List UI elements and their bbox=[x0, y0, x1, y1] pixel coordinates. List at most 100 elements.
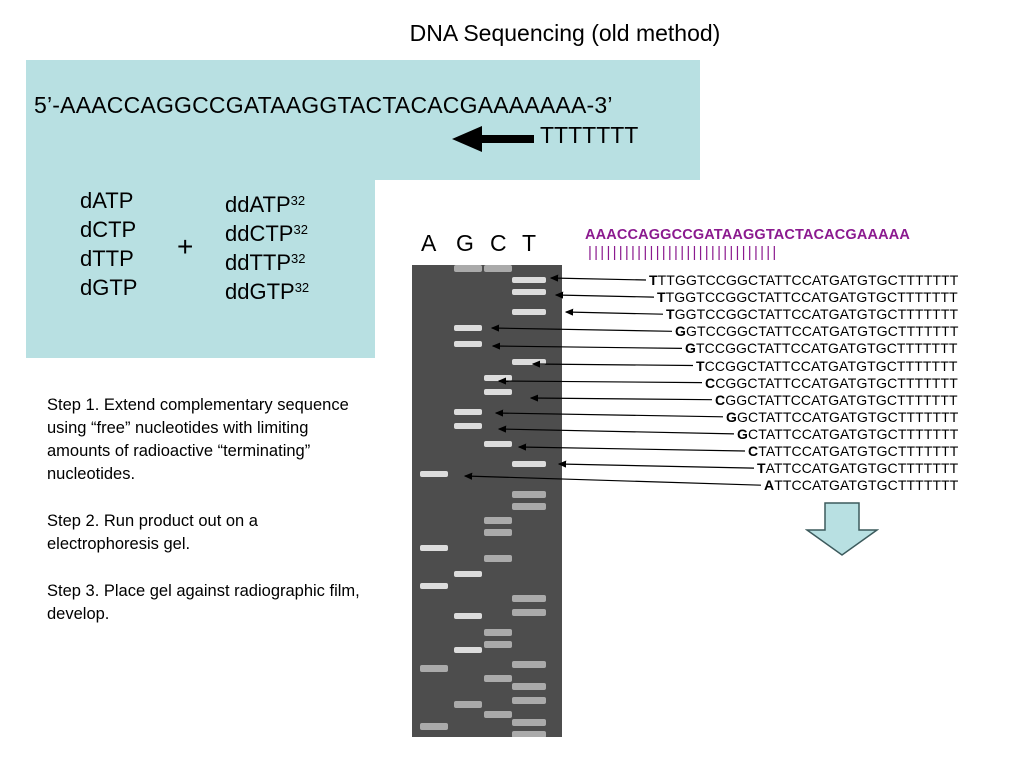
gel-band bbox=[454, 325, 482, 331]
fragment-sequence: GCTATTCCATGATGTGCTTTTTTT bbox=[737, 426, 958, 443]
fragment-sequence: CGGCTATTCCATGATGTGCTTTTTTT bbox=[715, 392, 958, 409]
lane-label-a: A bbox=[421, 230, 437, 256]
template-strand: 5’-AAACCAGGCCGATAAGGTACTACACGAAAAAAA-3’ bbox=[34, 92, 613, 118]
gel-band bbox=[484, 641, 512, 648]
gel-band bbox=[512, 277, 546, 283]
gel-band bbox=[512, 719, 546, 726]
gel-band bbox=[454, 265, 482, 272]
fragment-rest: TGGTCCGGCTATTCCATGATGTGCTTTTTTT bbox=[665, 289, 958, 306]
gel-band bbox=[484, 441, 512, 447]
isotope-superscript: 32 bbox=[293, 222, 308, 237]
fragment-rest: CCGGCTATTCCATGATGTGCTTTTTTT bbox=[704, 357, 958, 374]
step-2: Step 2. Run product out on a electrophor… bbox=[47, 512, 258, 553]
terminating-base: C bbox=[748, 443, 759, 459]
dideoxy-nucleotide: ddTTP32 bbox=[225, 244, 309, 275]
fragment-rest: CTATTCCATGATGTGCTTTTTTT bbox=[748, 425, 959, 442]
terminating-base: T bbox=[696, 357, 705, 374]
gel-band bbox=[484, 265, 512, 272]
gel-band bbox=[484, 517, 512, 524]
fragment-sequence: GTCCGGCTATTCCATGATGTGCTTTTTTT bbox=[685, 340, 958, 357]
primer-strand: TTTTTTT bbox=[540, 122, 639, 148]
gel-band bbox=[484, 529, 512, 536]
fragment-rest: TTCCATGATGTGCTTTTTTT bbox=[774, 477, 959, 494]
dideoxy-nucleotide: ddGTP32 bbox=[225, 273, 310, 304]
fragment-rest: GGTCCGGCTATTCCATGATGTGCTTTTTTT bbox=[674, 306, 959, 323]
fragment-sequence: TTTGGTCCGGCTATTCCATGATGTGCTTTTTTT bbox=[649, 272, 958, 289]
gel-band bbox=[512, 595, 546, 602]
gel-band bbox=[420, 583, 448, 589]
plus-sign: + bbox=[177, 231, 194, 262]
terminating-base: G bbox=[737, 425, 748, 442]
dideoxy-name: ddGTP bbox=[225, 279, 295, 304]
dideoxy-name: ddCTP bbox=[225, 221, 294, 246]
fragment-sequence: GGTCCGGCTATTCCATGATGTGCTTTTTTT bbox=[675, 323, 958, 340]
gel-band bbox=[420, 665, 448, 672]
terminating-base: T bbox=[657, 289, 666, 306]
gel-band bbox=[454, 613, 482, 619]
terminating-base: C bbox=[705, 374, 716, 391]
fragment-sequence: CTATTCCATGATGTGCTTTTTTT bbox=[748, 443, 958, 460]
band-pointer-arrow bbox=[549, 274, 647, 282]
gel-band bbox=[454, 423, 482, 429]
terminating-base: A bbox=[764, 477, 775, 494]
dideoxy-nucleotide: ddATP32 bbox=[225, 186, 309, 217]
isotope-superscript: 32 bbox=[291, 251, 306, 266]
fragment-sequence: TATTCCATGATGTGCTTTTTTT bbox=[757, 460, 958, 477]
extension-direction-arrow-icon bbox=[452, 126, 534, 152]
gel-band bbox=[484, 711, 512, 718]
base-pair-ticks: ||||||||||||||||||||||||||||||| bbox=[588, 244, 779, 261]
terminating-base: T bbox=[649, 272, 658, 288]
terminating-base: T bbox=[757, 460, 766, 477]
terminating-base: G bbox=[675, 323, 686, 340]
gel-band bbox=[512, 609, 546, 616]
fragment-sequence: TGGTCCGGCTATTCCATGATGTGCTTTTTTT bbox=[666, 306, 958, 323]
gel-band bbox=[454, 647, 482, 653]
gel-band bbox=[484, 389, 512, 395]
electrophoresis-gel-image bbox=[412, 265, 562, 737]
isotope-superscript: 32 bbox=[290, 193, 306, 208]
fragment-sequence: GGCTATTCCATGATGTGCTTTTTTT bbox=[726, 409, 958, 426]
fragment-rest: GCTATTCCATGATGTGCTTTTTTT bbox=[737, 408, 959, 425]
deoxy-nucleotide: dTTP bbox=[80, 246, 134, 271]
fragment-sequence: CCGGCTATTCCATGATGTGCTTTTTTT bbox=[705, 375, 958, 392]
deoxy-nucleotide-list: dATP dCTP dTTP dGTP bbox=[80, 186, 137, 302]
reaction-panel-top bbox=[26, 60, 700, 180]
deoxy-nucleotide: dCTP bbox=[80, 217, 137, 242]
read-sequence: AAACCAGGCCGATAAGGTACTACACGAAAAA bbox=[585, 227, 910, 243]
terminating-base: G bbox=[685, 340, 696, 357]
gel-band bbox=[420, 723, 448, 730]
step-list: Step 1. Extend complementary sequence us… bbox=[47, 394, 367, 650]
fragment-rest: GGCTATTCCATGATGTGCTTTTTTT bbox=[725, 391, 958, 408]
dideoxy-nucleotide: ddCTP32 bbox=[225, 215, 309, 246]
band-pointer-arrow bbox=[564, 308, 664, 316]
band-pointer-arrow bbox=[557, 460, 755, 469]
step-1: Step 1. Extend complementary sequence us… bbox=[47, 396, 349, 483]
terminating-base: T bbox=[666, 306, 675, 323]
gel-band bbox=[420, 471, 448, 477]
reaction-panel-bottom bbox=[26, 180, 375, 358]
gel-band bbox=[454, 341, 482, 347]
isotope-superscript: 32 bbox=[294, 280, 310, 295]
fragment-rest: GTCCGGCTATTCCATGATGTGCTTTTTTT bbox=[686, 323, 959, 340]
gel-band bbox=[512, 661, 546, 668]
fragment-sequence: ATTCCATGATGTGCTTTTTTT bbox=[764, 477, 958, 494]
gel-band bbox=[454, 409, 482, 415]
gel-band bbox=[512, 503, 546, 510]
deoxy-nucleotide: dGTP bbox=[80, 275, 138, 300]
dideoxy-name: ddATP bbox=[225, 192, 291, 217]
step-3: Step 3. Place gel against radiographic f… bbox=[47, 582, 360, 623]
fragment-rest: ATTCCATGATGTGCTTTTTTT bbox=[765, 460, 959, 477]
terminating-base: C bbox=[715, 391, 726, 408]
gel-band bbox=[512, 461, 546, 467]
down-arrow-icon bbox=[805, 502, 879, 556]
dideoxy-nucleotide-list: ddATP32 ddCTP32 ddTTP32 ddGTP32 bbox=[225, 186, 310, 304]
gel-band bbox=[484, 555, 512, 562]
dideoxy-name: ddTTP bbox=[225, 250, 292, 275]
lane-label-t: T bbox=[522, 230, 537, 256]
terminating-base: G bbox=[726, 408, 737, 425]
band-pointer-arrow bbox=[554, 291, 655, 299]
fragment-rest: CGGCTATTCCATGATGTGCTTTTTTT bbox=[715, 374, 958, 391]
fragment-sequence: TCCGGCTATTCCATGATGTGCTTTTTTT bbox=[696, 358, 958, 375]
gel-band bbox=[454, 701, 482, 708]
gel-band bbox=[512, 491, 546, 498]
